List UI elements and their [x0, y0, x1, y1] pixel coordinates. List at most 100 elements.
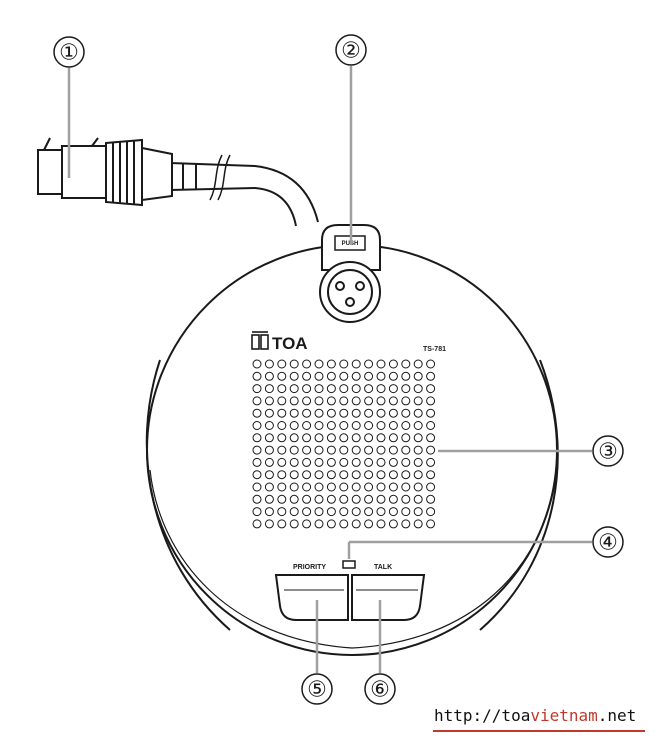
toa-logo-icon — [251, 331, 269, 350]
grille-hole — [413, 457, 423, 467]
grille-hole — [289, 421, 299, 430]
grille-hole — [252, 470, 262, 480]
grille-hole — [302, 457, 312, 467]
grille-hole — [401, 519, 411, 529]
grille-hole — [264, 384, 274, 394]
grille-hole — [426, 371, 436, 381]
grille-hole — [314, 359, 324, 369]
mic-connector — [319, 224, 381, 323]
grille-hole — [252, 408, 262, 418]
grille-hole — [264, 396, 274, 406]
grille-hole — [264, 445, 274, 455]
grille-hole — [314, 482, 324, 492]
grille-hole — [388, 359, 398, 369]
grille-hole — [302, 396, 312, 406]
talk-label: TALK — [374, 564, 392, 571]
xlr-plug — [37, 137, 173, 207]
grille-hole — [314, 445, 324, 455]
grille-hole — [388, 371, 398, 381]
grille-hole — [388, 433, 398, 443]
speaker-grille — [252, 359, 436, 529]
grille-hole — [302, 384, 312, 394]
grille-hole — [289, 433, 299, 443]
grille-hole — [289, 408, 299, 418]
grille-hole — [314, 396, 324, 406]
grille-hole — [401, 433, 411, 443]
grille-hole — [413, 408, 423, 418]
grille-hole — [426, 494, 436, 504]
grille-hole — [388, 519, 398, 529]
grille-hole — [401, 384, 411, 394]
grille-hole — [364, 494, 374, 504]
grille-hole — [376, 371, 386, 381]
grille-hole — [426, 457, 436, 467]
priority-button[interactable] — [274, 574, 349, 621]
callout-4: ④ — [598, 530, 618, 555]
priority-label: PRIORITY — [293, 564, 326, 571]
grille-hole — [413, 371, 423, 381]
grille-hole — [413, 421, 423, 430]
callout-3-circle — [592, 435, 624, 467]
grille-hole — [388, 470, 398, 480]
grille-hole — [277, 507, 287, 517]
grille-hole — [364, 396, 374, 406]
grille-hole — [339, 421, 349, 430]
grille-hole — [426, 384, 436, 394]
grille-hole — [364, 359, 374, 369]
grille-hole — [388, 421, 398, 430]
grille-hole — [277, 494, 287, 504]
grille-hole — [351, 507, 361, 517]
grille-hole — [364, 384, 374, 394]
grille-hole — [364, 519, 374, 529]
grille-hole — [364, 507, 374, 517]
grille-hole — [401, 482, 411, 492]
grille-hole — [314, 457, 324, 467]
grille-hole — [376, 457, 386, 467]
grille-hole — [264, 433, 274, 443]
grille-hole — [326, 494, 336, 504]
watermark-url[interactable]: http://toavietnam.net — [434, 706, 636, 725]
grille-hole — [277, 433, 287, 443]
grille-hole — [289, 371, 299, 381]
grille-hole — [277, 359, 287, 369]
grille-hole — [264, 482, 274, 492]
grille-hole — [289, 457, 299, 467]
grille-hole — [339, 470, 349, 480]
grille-hole — [264, 507, 274, 517]
grille-hole — [351, 445, 361, 455]
grille-hole — [314, 408, 324, 418]
grille-hole — [388, 494, 398, 504]
cable — [169, 154, 319, 227]
watermark-highlight: vietnam — [530, 706, 598, 725]
grille-hole — [351, 519, 361, 529]
grille-hole — [252, 359, 262, 369]
grille-hole — [364, 445, 374, 455]
callout-3: ③ — [598, 439, 618, 464]
grille-hole — [302, 445, 312, 455]
grille-hole — [302, 408, 312, 418]
callout-1: ① — [59, 40, 79, 65]
grille-hole — [376, 519, 386, 529]
grille-hole — [401, 396, 411, 406]
grille-hole — [326, 445, 336, 455]
grille-hole — [264, 519, 274, 529]
grille-hole — [401, 359, 411, 369]
grille-hole — [376, 421, 386, 430]
grille-hole — [339, 384, 349, 394]
grille-hole — [413, 359, 423, 369]
callout-5: ⑤ — [307, 677, 327, 702]
grille-hole — [339, 445, 349, 455]
grille-hole — [364, 433, 374, 443]
grille-hole — [264, 408, 274, 418]
grille-hole — [339, 457, 349, 467]
grille-hole — [413, 470, 423, 480]
talk-button[interactable] — [351, 574, 426, 621]
grille-hole — [364, 457, 374, 467]
grille-hole — [364, 470, 374, 480]
grille-hole — [351, 494, 361, 504]
grille-hole — [376, 507, 386, 517]
grille-hole — [277, 519, 287, 529]
grille-hole — [314, 433, 324, 443]
grille-hole — [426, 396, 436, 406]
